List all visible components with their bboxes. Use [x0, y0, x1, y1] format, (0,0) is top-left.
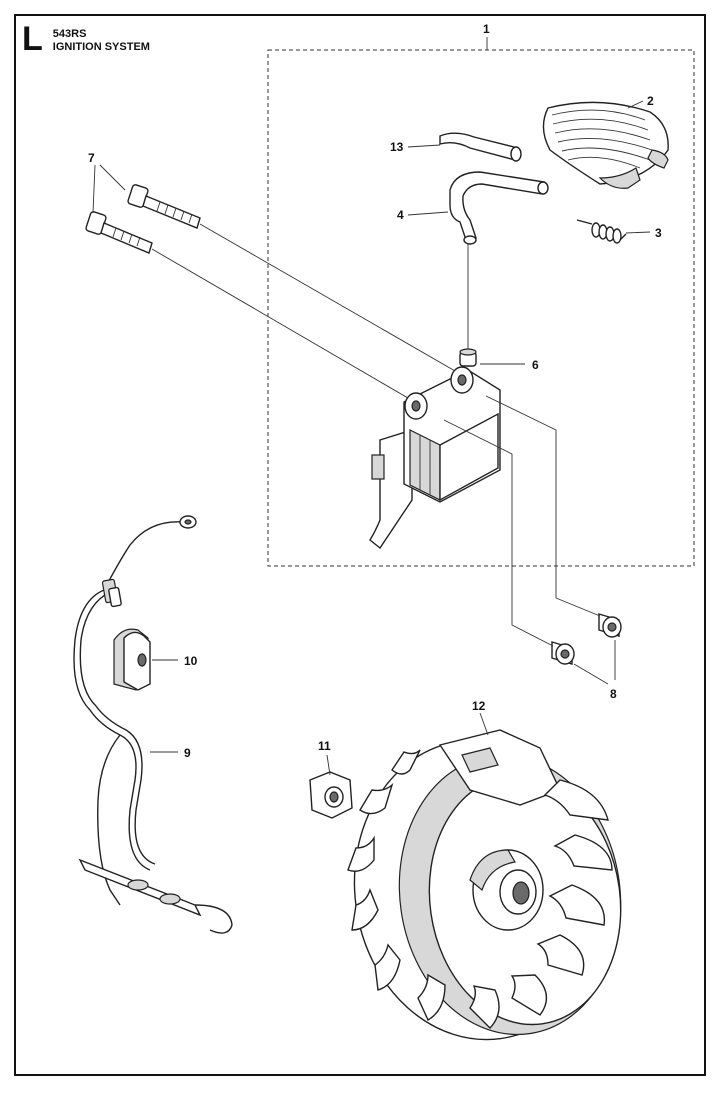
part-grommet: [113, 628, 151, 691]
page-frame: [14, 14, 706, 1076]
part-spring: [576, 219, 627, 244]
part-hose-short: [439, 132, 522, 162]
callout-2: 2: [647, 94, 654, 108]
header-text: 543RS IGNITION SYSTEM: [53, 24, 150, 54]
leader-12: [479, 712, 489, 736]
callout-3: 3: [655, 226, 662, 240]
screw-path-1: [199, 223, 463, 376]
section-letter: L: [22, 20, 43, 58]
leader-7a: [99, 164, 126, 191]
part-cover: [542, 101, 669, 189]
part-screws: [85, 184, 201, 254]
assembly-box: [267, 49, 695, 567]
leader-4: [407, 211, 449, 216]
leader-3: [625, 231, 651, 234]
callout-10: 10: [184, 654, 198, 668]
callout-6: 6: [532, 358, 539, 372]
part-flywheel: [347, 729, 622, 1041]
leader-13: [407, 144, 441, 148]
callout-7: 7: [88, 151, 95, 165]
model-label: 543RS: [52, 28, 87, 40]
leader-7b: [92, 164, 96, 214]
leader-2: [627, 100, 644, 109]
callout-12: 12: [472, 699, 486, 713]
screw-path-2: [151, 248, 421, 406]
page-header: L 543RS IGNITION SYSTEM: [22, 20, 150, 58]
callout-11: 11: [318, 739, 331, 753]
callout-1: 1: [483, 22, 490, 36]
part-ignition-module: [369, 348, 501, 550]
callout-13: 13: [390, 140, 404, 154]
part-spacers: [551, 613, 622, 665]
leader-11: [326, 754, 331, 776]
spacer-path-2: [443, 419, 554, 647]
part-hose-bent: [449, 171, 549, 245]
section-title: IGNITION SYSTEM: [52, 41, 150, 53]
part-wire-harness: [73, 515, 233, 934]
callout-8: 8: [610, 687, 617, 701]
callout-4: 4: [397, 208, 404, 222]
leader-8a: [573, 663, 609, 685]
part-nut: [309, 771, 353, 819]
flywheel-fins: [347, 749, 613, 1030]
spacer-path-1: [485, 395, 601, 617]
callout-9: 9: [184, 746, 191, 760]
